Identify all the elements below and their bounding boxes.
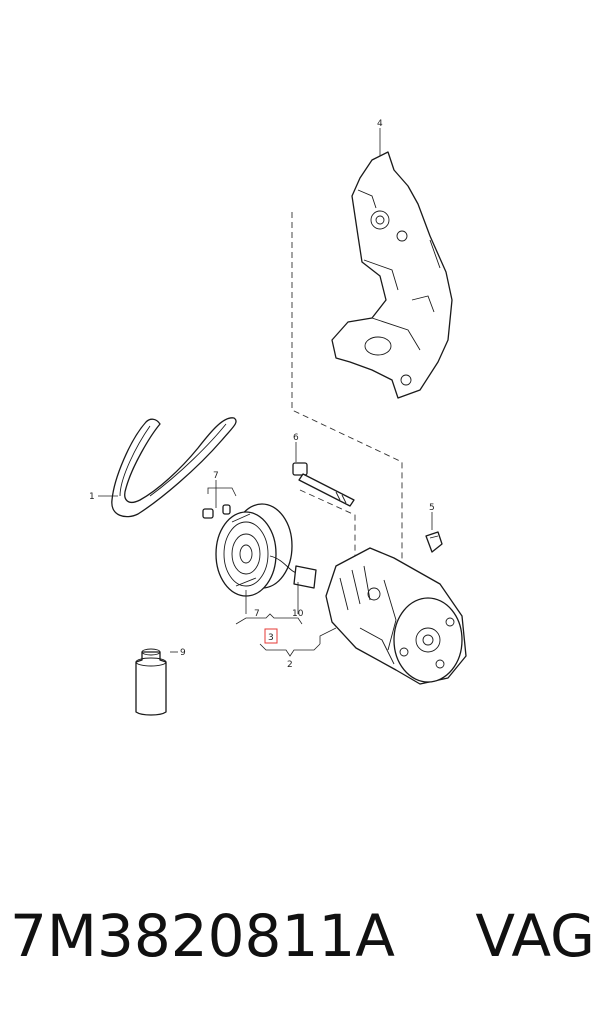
long-bolt [292,462,355,507]
brand-name: VAG [475,902,595,970]
callout-6: 6 [293,433,299,443]
part-number: 7M3820811A [10,902,395,970]
callout-7-top: 7 [213,471,219,481]
callout-9: 9 [180,648,186,658]
caption-bar: 7M3820811A VAG [10,896,595,976]
clutch-pulley [215,503,293,597]
callout-7-bottom: 7 [254,609,260,619]
callout-3-highlight [264,628,278,644]
callout-1: 1 [89,492,95,502]
callout-5: 5 [429,503,435,513]
compressor-body [325,547,467,685]
callout-labels: 4 6 5 1 7 9 7 10 3 2 [89,119,435,670]
leader-lines [98,128,433,657]
oil-canister [135,648,167,716]
small-bolt [425,531,443,553]
callout-10: 10 [292,609,304,619]
mounting-bracket [331,151,453,399]
callout-2: 2 [287,660,293,670]
callout-3: 3 [268,633,274,643]
small-screws [202,504,231,519]
sensor-wire [269,555,317,589]
callout-4: 4 [377,119,383,129]
ribbed-belt [111,417,237,518]
assembly-dashed-lines [291,212,403,560]
